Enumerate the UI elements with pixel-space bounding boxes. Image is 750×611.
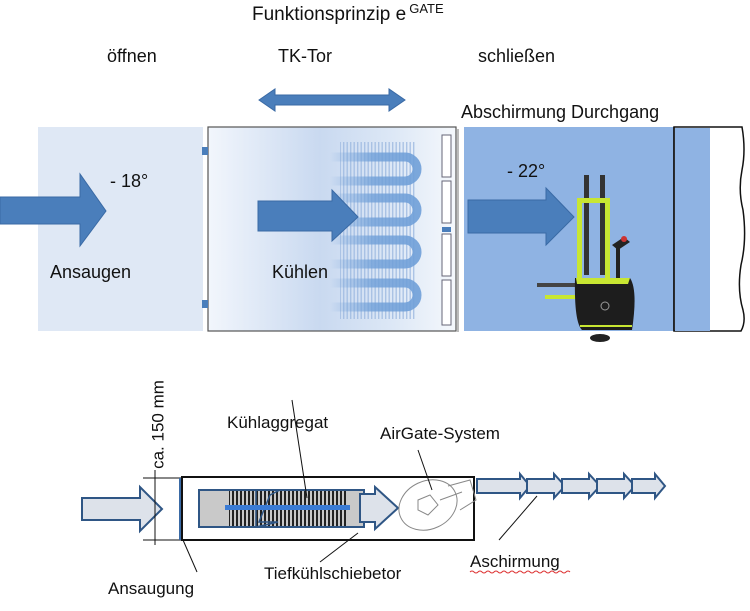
label-cooling-unit: Kühlaggregat xyxy=(227,413,329,432)
wall-air-curtain xyxy=(675,128,710,331)
label-airgate: AirGate-System xyxy=(380,424,500,443)
sliding-direction-arrow xyxy=(258,88,406,112)
stage-label-close: schließen xyxy=(478,46,556,66)
dimension-label: ca. 150 mm xyxy=(148,380,168,469)
zone-gate-action: Kühlen xyxy=(272,262,329,282)
label-shield: Aschirmung xyxy=(470,552,560,571)
title-main: Funktionsprinzip e xyxy=(252,4,407,25)
gate-rail xyxy=(441,134,452,326)
arrow-shield xyxy=(467,186,575,247)
stage-label-gate: TK-Tor xyxy=(278,46,332,66)
zone-intake-temperature: - 18° xyxy=(110,171,149,191)
title-superscript: GATE xyxy=(409,1,444,16)
zone-intake xyxy=(38,127,203,331)
stage-label-open: öffnen xyxy=(107,46,157,66)
label-intake: Ansaugung xyxy=(108,579,195,598)
gate-hinge-top xyxy=(202,147,208,155)
zone-shield-temperature: - 22° xyxy=(507,161,546,181)
gate-hinge-bottom xyxy=(202,300,208,308)
arrow-cooling xyxy=(257,188,359,243)
gate-rail-lock xyxy=(442,227,451,232)
zone-intake-action: Ansaugen xyxy=(50,262,132,282)
coil-fins xyxy=(340,142,415,319)
forklift-icon xyxy=(537,175,635,342)
arrow-intake xyxy=(0,172,107,248)
cooling-coil xyxy=(330,152,422,312)
shield-label: Abschirmung Durchgang xyxy=(461,102,660,122)
label-door: Tiefkühlschiebetor xyxy=(264,564,402,583)
